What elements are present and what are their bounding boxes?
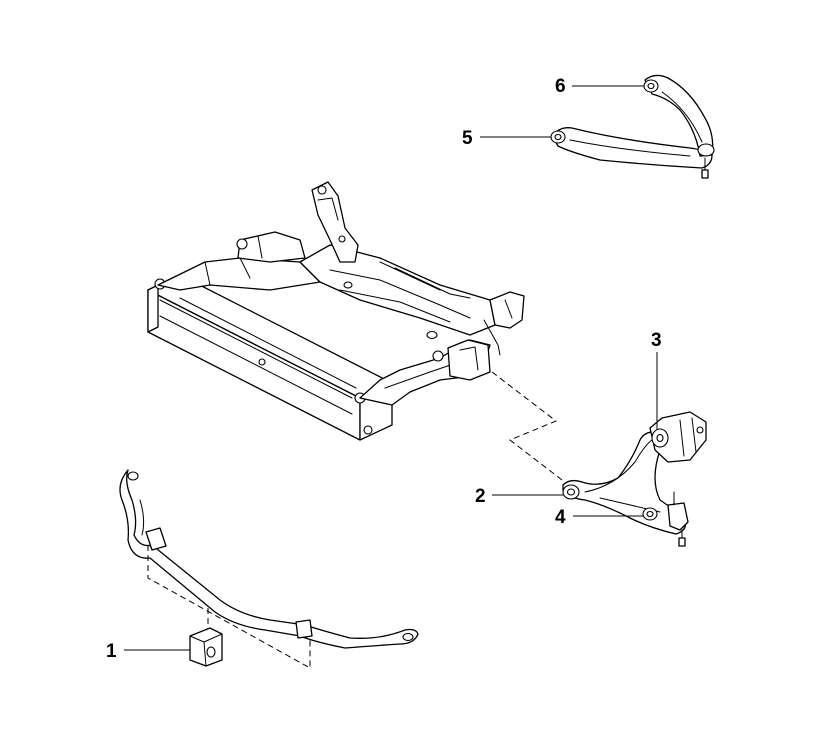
callout-4: 4 xyxy=(555,507,566,528)
callout-leaders xyxy=(124,85,658,651)
callout-labels: 1 2 3 4 5 6 xyxy=(106,76,662,662)
lower-control-arm xyxy=(562,411,707,547)
callout-2: 2 xyxy=(475,486,486,507)
callout-1: 1 xyxy=(106,641,117,662)
stabilizer-bushing xyxy=(189,627,223,667)
stabilizer-bar xyxy=(119,469,419,649)
front-subframe xyxy=(147,181,525,441)
callout-3: 3 xyxy=(651,330,662,351)
subframe-to-lower-arm-dashed-leader xyxy=(491,371,563,481)
callout-5: 5 xyxy=(462,128,473,149)
upper-control-arm xyxy=(550,74,715,179)
stabilizer-dashed-leaders xyxy=(147,545,311,669)
callout-6: 6 xyxy=(555,76,566,97)
